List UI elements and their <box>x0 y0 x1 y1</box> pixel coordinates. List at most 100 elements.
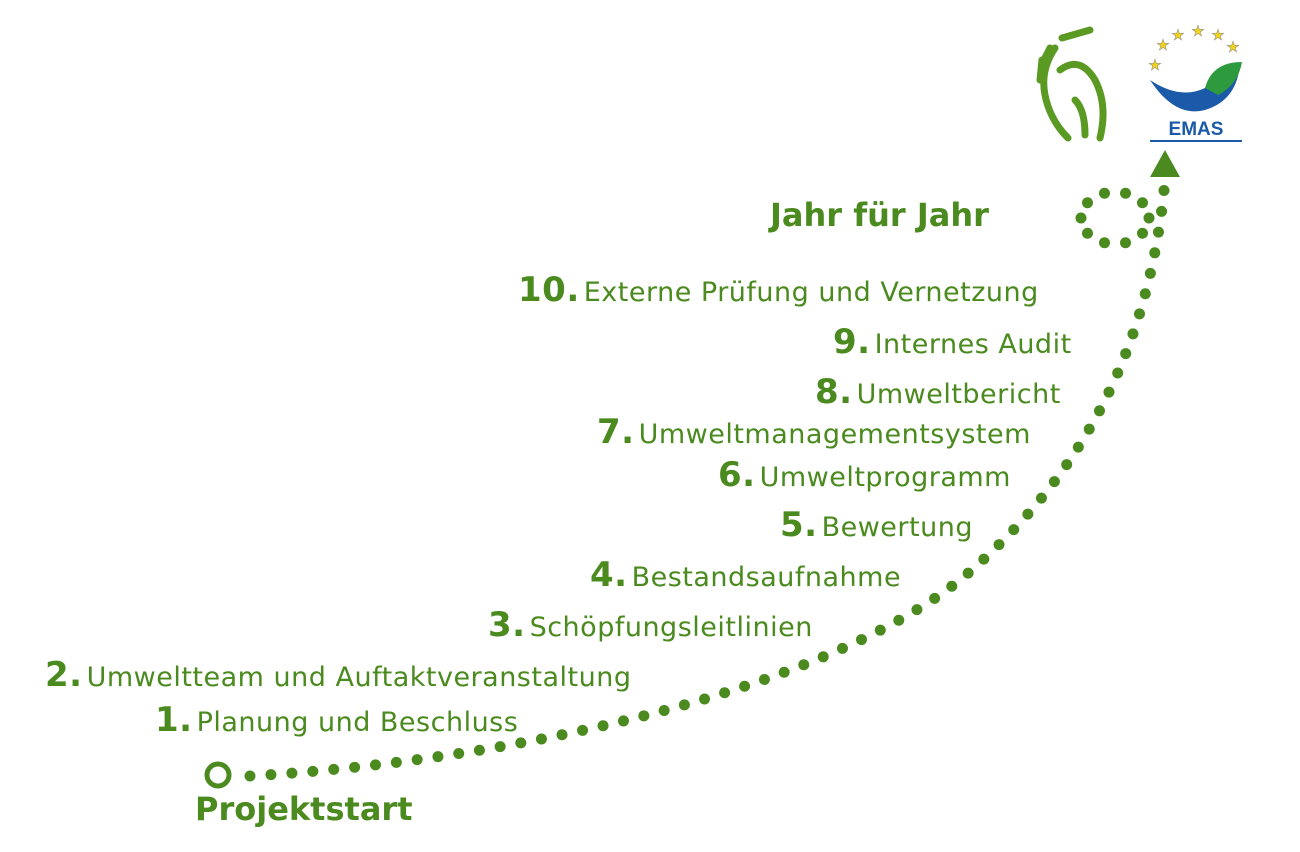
path-dot <box>411 754 423 766</box>
star-icon: ★ <box>1226 38 1239 56</box>
path-dot <box>328 763 340 775</box>
path-dot <box>638 710 650 722</box>
step-number: 10. <box>518 270 580 310</box>
path-dot <box>556 729 568 741</box>
path-dot <box>244 770 256 782</box>
path-dot <box>473 744 485 756</box>
step-number: 9. <box>833 322 871 362</box>
step-label: Umweltbericht <box>856 379 1061 410</box>
path-dot <box>1156 205 1168 217</box>
step-3: 3.Schöpfungsleitlinien <box>488 605 813 645</box>
path-dot <box>817 651 829 663</box>
path-dot <box>390 756 402 768</box>
step-label: Umweltteam und Auftaktveranstaltung <box>86 662 632 693</box>
star-icon: ★ <box>1171 26 1184 44</box>
star-icon: ★ <box>1211 26 1224 44</box>
loop-dot <box>1098 237 1110 249</box>
step-label: Schöpfungsleitlinien <box>529 612 813 643</box>
cycle-label: Jahr für Jahr <box>770 196 989 234</box>
step-number: 7. <box>597 412 635 452</box>
step-1: 1.Planung und Beschluss <box>155 700 518 740</box>
path-dot <box>1072 441 1084 453</box>
path-dot <box>265 769 277 781</box>
path-dot <box>1112 367 1124 379</box>
path-dot <box>978 553 990 565</box>
path-dot <box>432 751 444 763</box>
step-10: 10.Externe Prüfung und Vernetzung <box>518 270 1039 310</box>
path-dot <box>349 761 361 773</box>
star-icon: ★ <box>1191 22 1204 40</box>
loop-dot <box>1120 187 1132 199</box>
path-dot <box>1061 459 1073 471</box>
loop-dot <box>1098 187 1110 199</box>
path-dot <box>515 737 527 749</box>
eu-stars-icon: ★★★★★★ <box>1148 22 1240 75</box>
path-dot <box>1152 226 1164 238</box>
path-dot <box>658 704 670 716</box>
path-dot <box>286 767 298 779</box>
path-dot <box>597 720 609 732</box>
step-number: 3. <box>488 605 526 645</box>
path-dot <box>494 741 506 753</box>
path-dot <box>1103 386 1115 398</box>
path-dot <box>798 659 810 671</box>
path-dot <box>1120 348 1132 360</box>
path-dot <box>719 687 731 699</box>
step-6: 6.Umweltprogramm <box>718 455 1011 495</box>
path-dot <box>1149 247 1161 259</box>
loop-dot <box>1137 197 1149 209</box>
step-number: 2. <box>45 655 83 695</box>
step-number: 8. <box>815 372 853 412</box>
path-dot <box>1139 288 1151 300</box>
path-dot <box>962 567 974 579</box>
path-dot <box>369 759 381 771</box>
step-label: Externe Prüfung und Vernetzung <box>583 277 1039 308</box>
svg-text:EMAS: EMAS <box>1169 119 1224 140</box>
start-circle <box>204 761 232 789</box>
path-dot <box>1022 508 1034 520</box>
dotted-path <box>244 185 1170 782</box>
path-dot <box>1133 308 1145 320</box>
step-7: 7.Umweltmanagementsystem <box>597 412 1031 452</box>
path-dot <box>535 733 547 745</box>
loop-dot <box>1075 212 1087 224</box>
path-dot <box>617 715 629 727</box>
loop-dot <box>1120 237 1132 249</box>
path-dot <box>758 673 770 685</box>
step-2: 2.Umweltteam und Auftaktveranstaltung <box>45 655 631 695</box>
path-dot <box>1048 476 1060 488</box>
path-dot <box>1144 267 1156 279</box>
loop-dot <box>1143 212 1155 224</box>
step-number: 4. <box>590 555 628 595</box>
path-dot <box>911 604 923 616</box>
path-dot <box>993 539 1005 551</box>
path-dot <box>778 666 790 678</box>
path-dot <box>1093 405 1105 417</box>
path-dot <box>1158 185 1170 197</box>
path-dot <box>1083 423 1095 435</box>
step-9: 9.Internes Audit <box>833 322 1072 362</box>
path-dot <box>453 748 465 760</box>
emas-logo: ★★★★★★ EMAS <box>1148 22 1242 142</box>
path-dot <box>836 642 848 654</box>
star-icon: ★ <box>1156 36 1169 54</box>
path-dot <box>1035 492 1047 504</box>
step-label: Internes Audit <box>874 329 1072 360</box>
path-dot <box>929 592 941 604</box>
step-4: 4.Bestandsaufnahme <box>590 555 901 595</box>
arrow-head-icon <box>1150 150 1180 177</box>
path-dot <box>699 693 711 705</box>
loop-dot <box>1137 227 1149 239</box>
loop-dot <box>1081 197 1093 209</box>
star-icon: ★ <box>1148 56 1161 74</box>
path-dot <box>739 680 751 692</box>
path-dot <box>1008 524 1020 536</box>
path-dot <box>946 580 958 592</box>
step-number: 5. <box>780 505 818 545</box>
step-number: 6. <box>718 455 756 495</box>
step-number: 1. <box>155 700 193 740</box>
step-label: Bewertung <box>821 512 973 543</box>
step-label: Bestandsaufnahme <box>631 562 902 593</box>
path-dot <box>678 699 690 711</box>
